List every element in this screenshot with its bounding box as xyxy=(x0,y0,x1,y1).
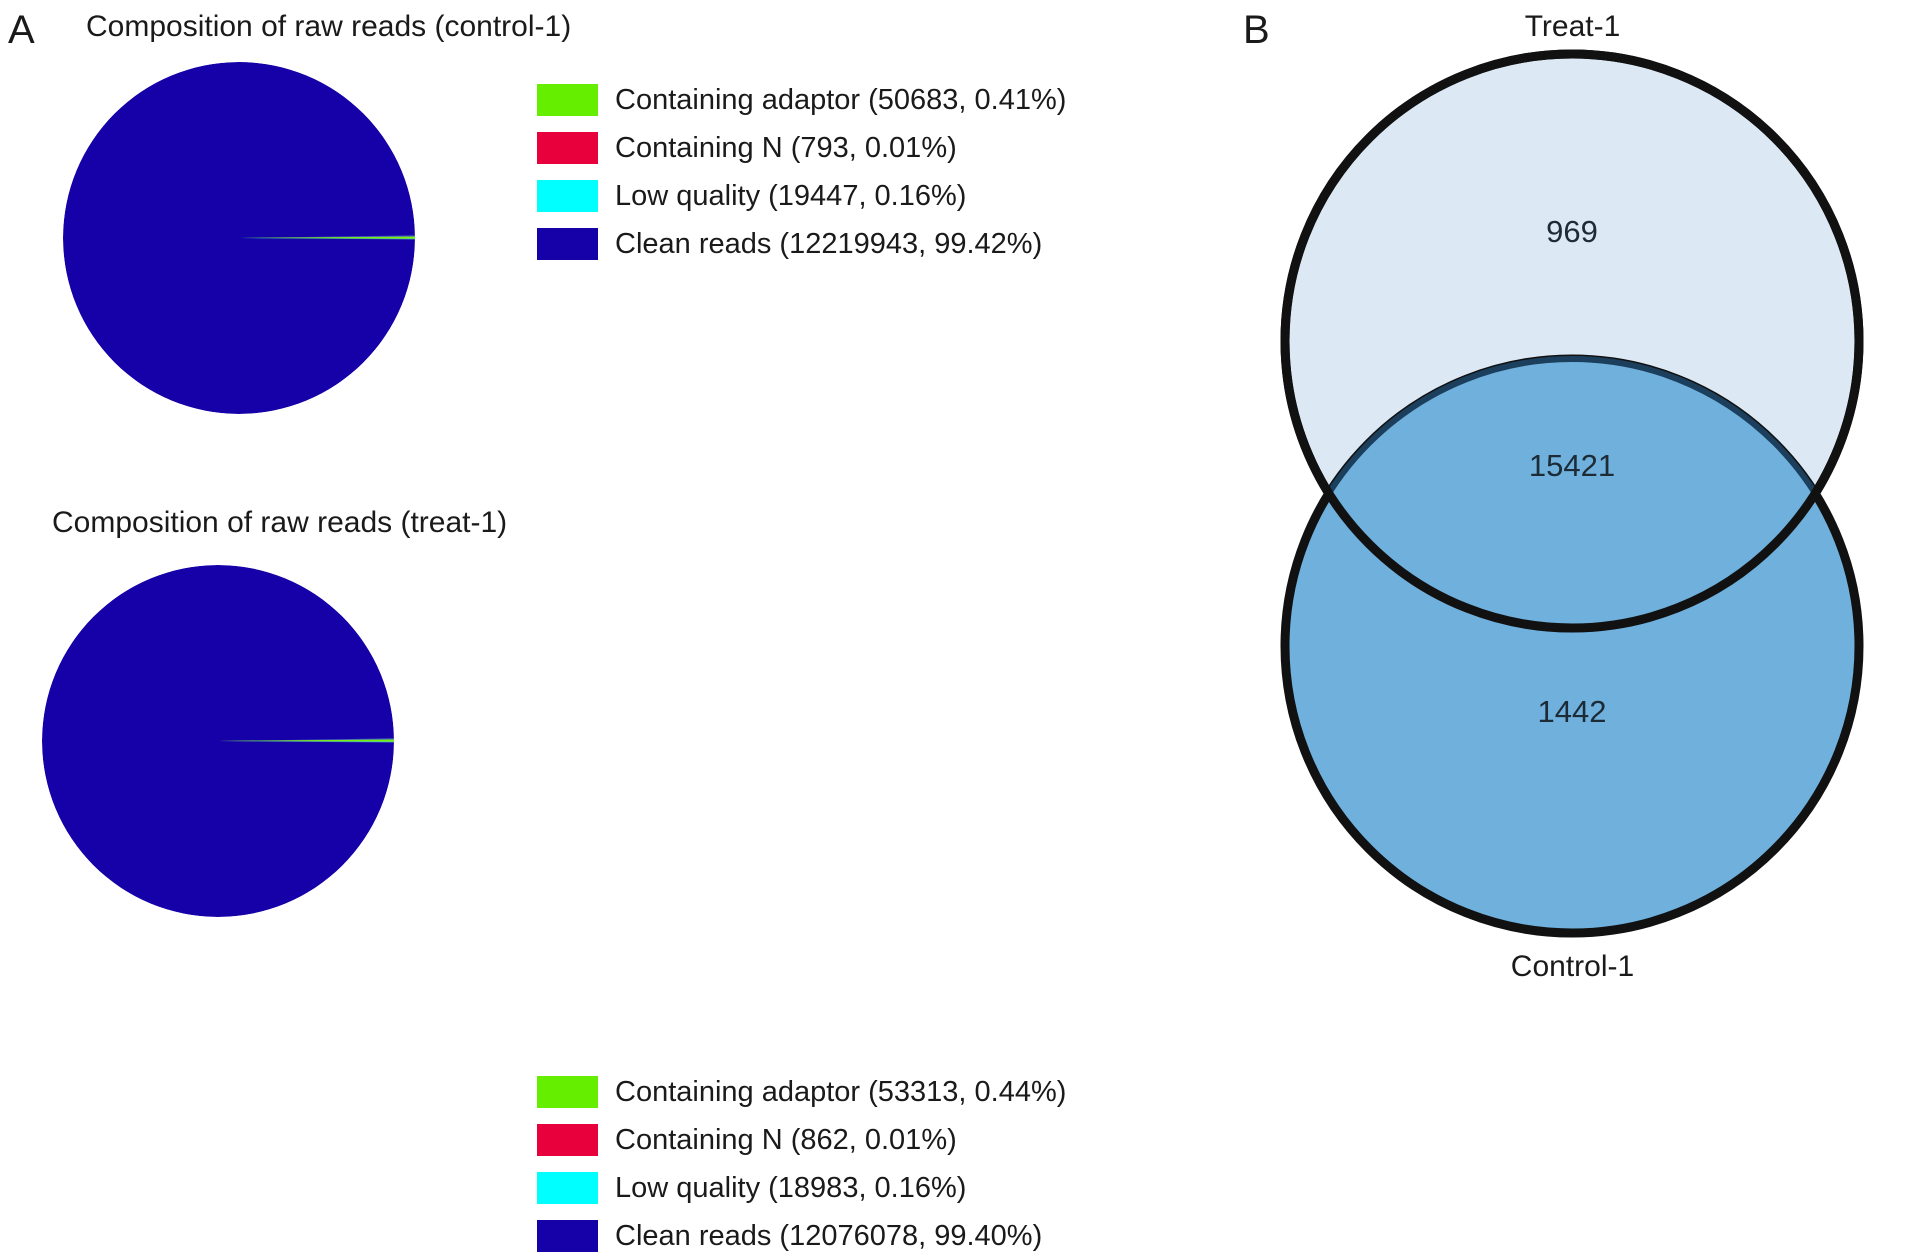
venn-count-control-only: 1442 xyxy=(1538,694,1607,729)
legend-swatch-containing-adaptor xyxy=(537,1076,598,1108)
venn-svg: 969 15421 1442 xyxy=(1232,46,1913,946)
legend-item: Containing adaptor (53313, 0.44%) xyxy=(537,1068,1066,1116)
legend-swatch-containing-n xyxy=(537,1124,598,1156)
pie-chart-control-1-title: Composition of raw reads (control-1) xyxy=(86,10,571,43)
legend-label-containing-adaptor: Containing adaptor (50683, 0.41%) xyxy=(615,86,1066,115)
legend-item: Low quality (18983, 0.16%) xyxy=(537,1164,1066,1212)
legend-swatch-containing-n xyxy=(537,132,598,164)
legend-swatch-clean-reads xyxy=(537,1220,598,1252)
pie-chart-treat-1: Composition of raw reads (treat-1) Conta… xyxy=(0,490,1230,1010)
venn-set-label-treat-1: Treat-1 xyxy=(1232,12,1913,42)
legend-item: Clean reads (12219943, 99.42%) xyxy=(537,220,1066,268)
legend-swatch-clean-reads xyxy=(537,228,598,260)
legend-label-containing-n: Containing N (862, 0.01%) xyxy=(615,1126,957,1155)
legend-swatch-containing-adaptor xyxy=(537,84,598,116)
venn-diagram: Treat-1 969 15421 1442 Control-1 xyxy=(1232,0,1913,1019)
venn-set-label-control-1: Control-1 xyxy=(1232,952,1913,982)
legend-item: Clean reads (12076078, 99.40%) xyxy=(537,1212,1066,1260)
legend-swatch-low-quality xyxy=(537,1172,598,1204)
legend-item: Containing N (793, 0.01%) xyxy=(537,124,1066,172)
legend-label-containing-adaptor: Containing adaptor (53313, 0.44%) xyxy=(615,1078,1066,1107)
legend-item: Containing N (862, 0.01%) xyxy=(537,1116,1066,1164)
legend-label-low-quality: Low quality (18983, 0.16%) xyxy=(615,1174,966,1203)
pie-chart-control-1-canvas xyxy=(63,62,415,414)
venn-count-treat-only: 969 xyxy=(1546,214,1598,249)
pie-slices-treat-1 xyxy=(42,565,394,917)
legend-item: Low quality (19447, 0.16%) xyxy=(537,172,1066,220)
pie-chart-treat-1-canvas xyxy=(42,565,394,917)
venn-count-intersection: 15421 xyxy=(1529,448,1615,483)
pie-chart-treat-1-title: Composition of raw reads (treat-1) xyxy=(52,506,507,539)
legend-treat-1: Containing adaptor (53313, 0.44%) Contai… xyxy=(537,1068,1066,1260)
pie-slices-control-1 xyxy=(63,62,415,414)
legend-control-1: Containing adaptor (50683, 0.41%) Contai… xyxy=(537,76,1066,268)
legend-swatch-low-quality xyxy=(537,180,598,212)
legend-label-clean-reads: Clean reads (12219943, 99.42%) xyxy=(615,230,1042,259)
pie-chart-control-1: Composition of raw reads (control-1) Con… xyxy=(0,0,1230,500)
legend-label-clean-reads: Clean reads (12076078, 99.40%) xyxy=(615,1222,1042,1251)
legend-item: Containing adaptor (50683, 0.41%) xyxy=(537,76,1066,124)
legend-label-containing-n: Containing N (793, 0.01%) xyxy=(615,134,957,163)
legend-label-low-quality: Low quality (19447, 0.16%) xyxy=(615,182,966,211)
